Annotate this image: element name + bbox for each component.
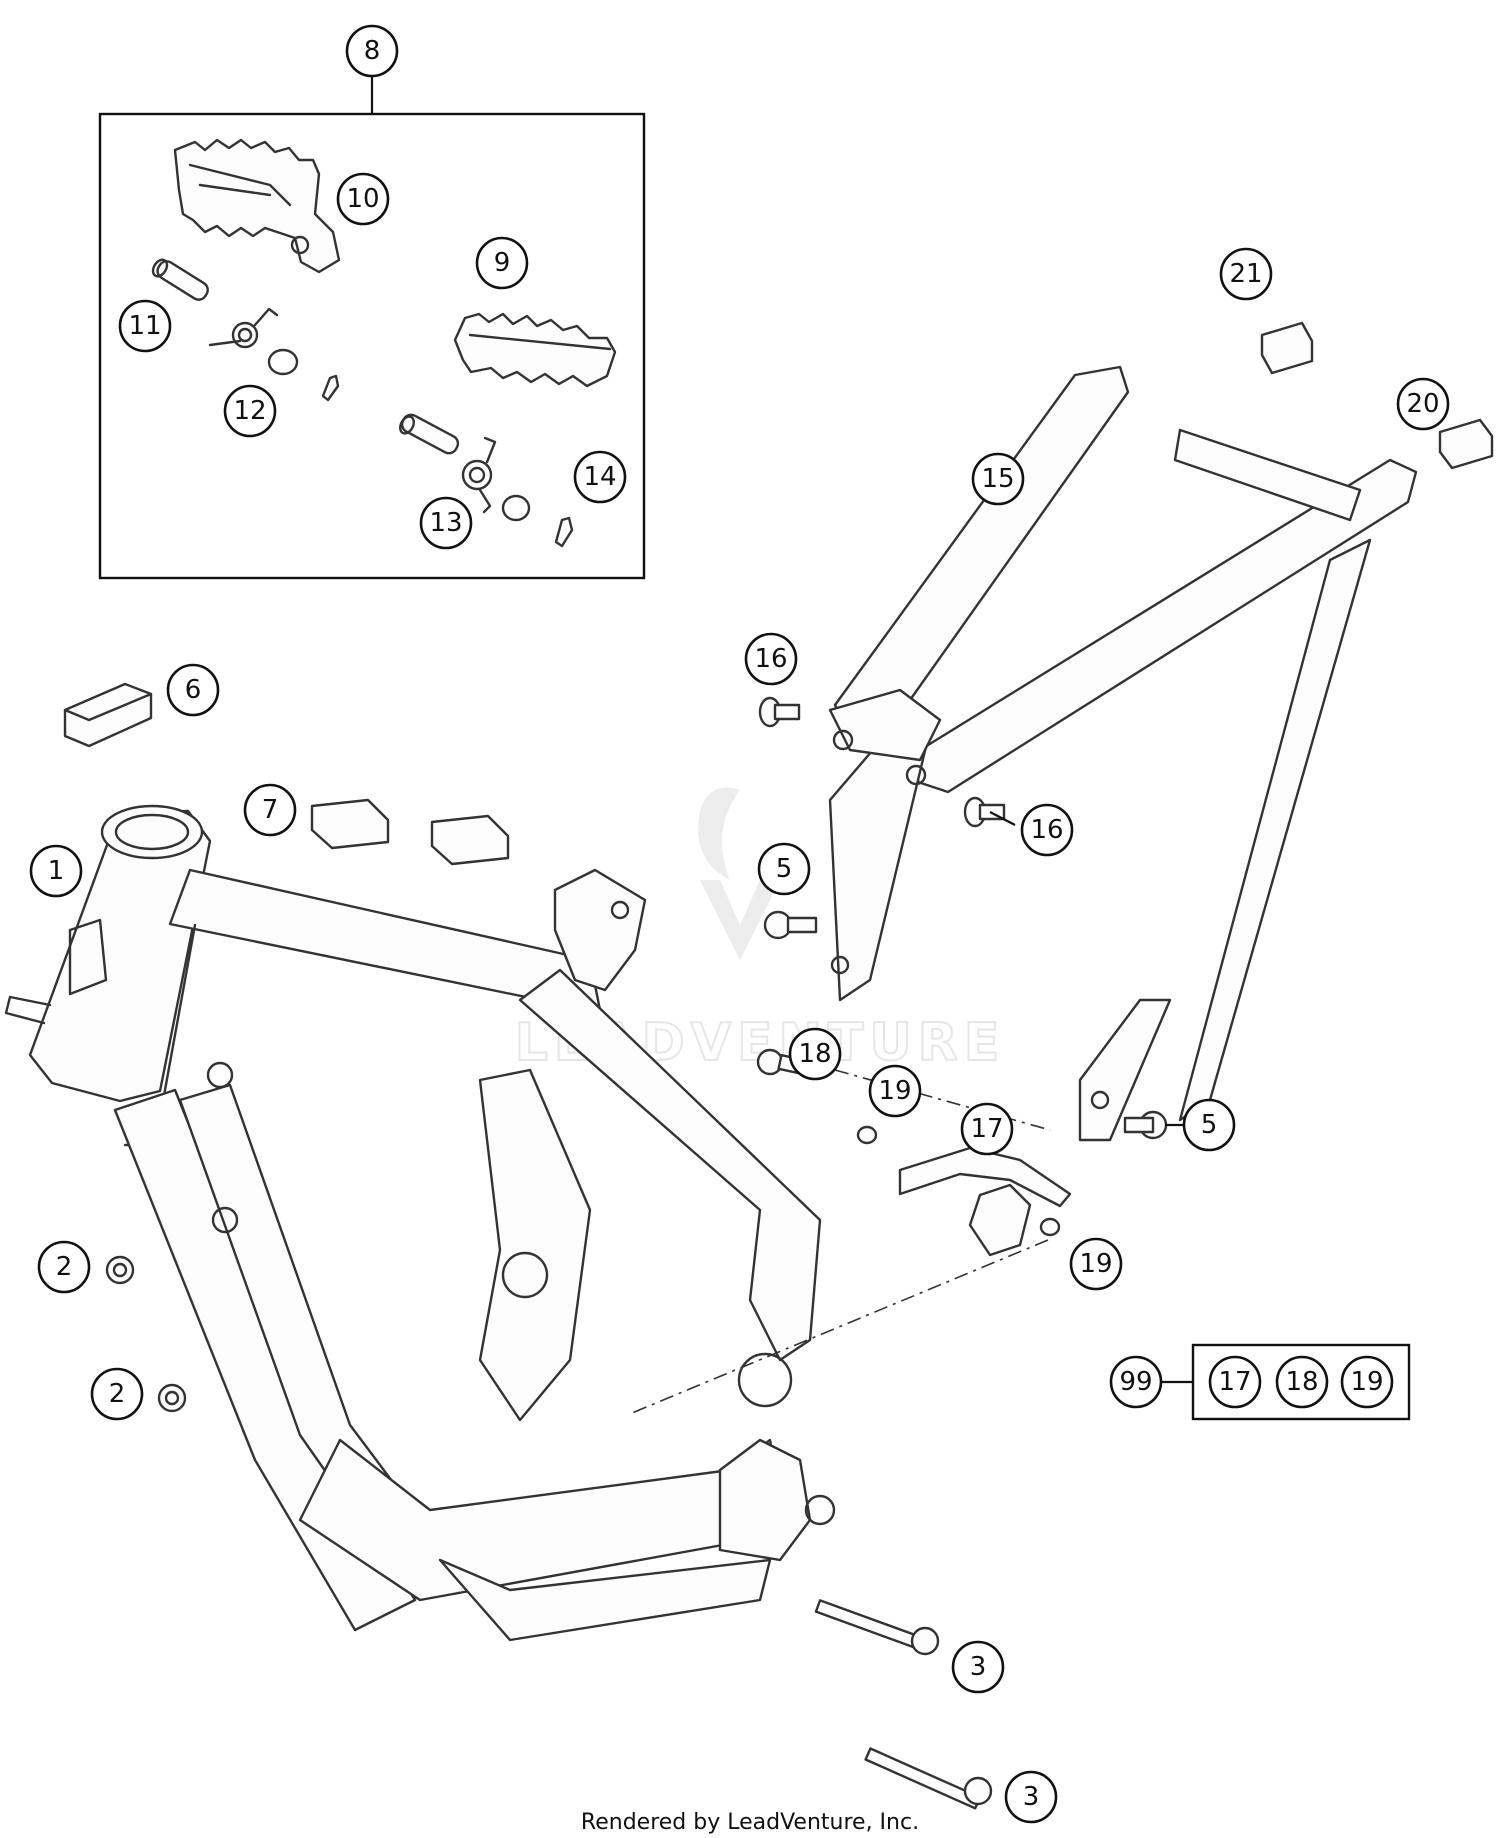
callout-7-label: 7 [262,795,279,825]
axis-line [631,1239,1049,1414]
callout-99: 99 [1109,1355,1163,1409]
callout-19-lower-label: 19 [1079,1249,1112,1279]
callout-16-upper-label: 16 [754,644,787,674]
callout-19-upper: 19 [868,1064,922,1118]
callout-11-label: 11 [128,311,161,341]
callout-21-label: 21 [1229,259,1262,289]
callout-3-upper: 3 [951,1640,1005,1694]
footpeg-left [173,138,341,274]
callout-16-lower: 16 [1020,803,1074,857]
callout-8-label: 8 [364,36,381,66]
rubber-21 [1260,321,1314,375]
callout-3-upper-label: 3 [970,1652,987,1682]
callout-16-upper: 16 [744,632,798,686]
kit-item-17: 17 [1208,1355,1262,1409]
callout-11: 11 [118,299,172,353]
kit-item-18-label: 18 [1285,1367,1318,1397]
callout-17-label: 17 [970,1114,1003,1144]
callout-19-lower: 19 [1069,1237,1123,1291]
callout-17: 17 [960,1102,1014,1156]
rubber-20 [1438,418,1494,470]
callout-7: 7 [243,783,297,837]
pin-upper [151,258,209,301]
bolt-16-upper [758,696,801,728]
bolt-5-upper [763,910,818,940]
callout-13: 13 [419,496,473,550]
kit-item-18: 18 [1275,1355,1329,1409]
kit-99 [1161,1343,1411,1421]
cotter-pin-upper [321,374,340,402]
cotter-pin-lower [554,516,574,548]
footer-credit: Rendered by LeadVenture, Inc. [580,1810,920,1835]
callout-8: 8 [345,24,399,78]
spring-lower [461,436,497,514]
washer-lower [501,494,531,522]
callout-9-label: 9 [494,248,511,278]
callout-6: 6 [166,663,220,717]
axis-line-upper [834,1069,1051,1131]
callout-99-label: 99 [1119,1367,1152,1397]
nut-2-upper [105,1255,135,1285]
callout-2-upper: 2 [37,1240,91,1294]
bolt-3-lower [864,1747,993,1810]
callout-19-upper-label: 19 [878,1076,911,1106]
callout-16-lower-label: 16 [1030,815,1063,845]
callout-9: 9 [475,236,529,290]
callouts: 8 10 9 11 12 13 14 21 20 15 16 16 6 7 1 … [29,24,1450,1824]
callout-15: 15 [971,452,1025,506]
callout-13-label: 13 [429,508,462,538]
callout-5-lower: 5 [1182,1098,1236,1152]
callout-15-label: 15 [981,464,1014,494]
main-frame [4,804,836,1642]
washer-19-upper [856,1125,878,1145]
callout-3-lower-label: 3 [1023,1782,1040,1812]
footpeg-right [453,312,617,388]
callout-21: 21 [1219,247,1273,301]
callout-1-label: 1 [48,856,65,886]
footpeg-kit-group [98,76,646,580]
callout-10: 10 [336,172,390,226]
callout-5-upper: 5 [757,842,811,896]
callout-2-lower: 2 [90,1367,144,1421]
spring-upper [208,307,279,349]
subframe [828,365,1418,1142]
nut-2-lower [157,1383,187,1413]
callout-20-label: 20 [1406,389,1439,419]
callout-18-label: 18 [798,1039,831,1069]
bolt-5-lower [1123,1110,1168,1140]
kit-item-19-label: 19 [1350,1367,1383,1397]
callout-2-upper-label: 2 [56,1252,73,1282]
callout-14: 14 [573,450,627,504]
chain-guide-17 [898,1146,1072,1257]
callout-6-label: 6 [185,675,202,705]
callout-20: 20 [1396,377,1450,431]
bolt-16-lower [963,796,1006,828]
pin-lower [399,413,460,455]
bolt-3-upper [814,1599,940,1656]
callout-3-lower: 3 [1004,1770,1058,1824]
callout-2-lower-label: 2 [109,1379,126,1409]
callout-1: 1 [29,844,83,898]
callout-5-lower-label: 5 [1201,1110,1218,1140]
kit-item-19: 19 [1340,1355,1394,1409]
callout-5-upper-label: 5 [776,854,793,884]
callout-12: 12 [223,384,277,438]
washer-upper [267,348,299,376]
washer-19-lower [1039,1217,1061,1237]
callout-18: 18 [788,1027,842,1081]
callout-12-label: 12 [233,396,266,426]
protectors-7 [310,798,510,866]
callout-10-label: 10 [346,184,379,214]
callout-14-label: 14 [583,462,616,492]
kit-item-17-label: 17 [1218,1367,1251,1397]
cap-6 [63,682,153,748]
